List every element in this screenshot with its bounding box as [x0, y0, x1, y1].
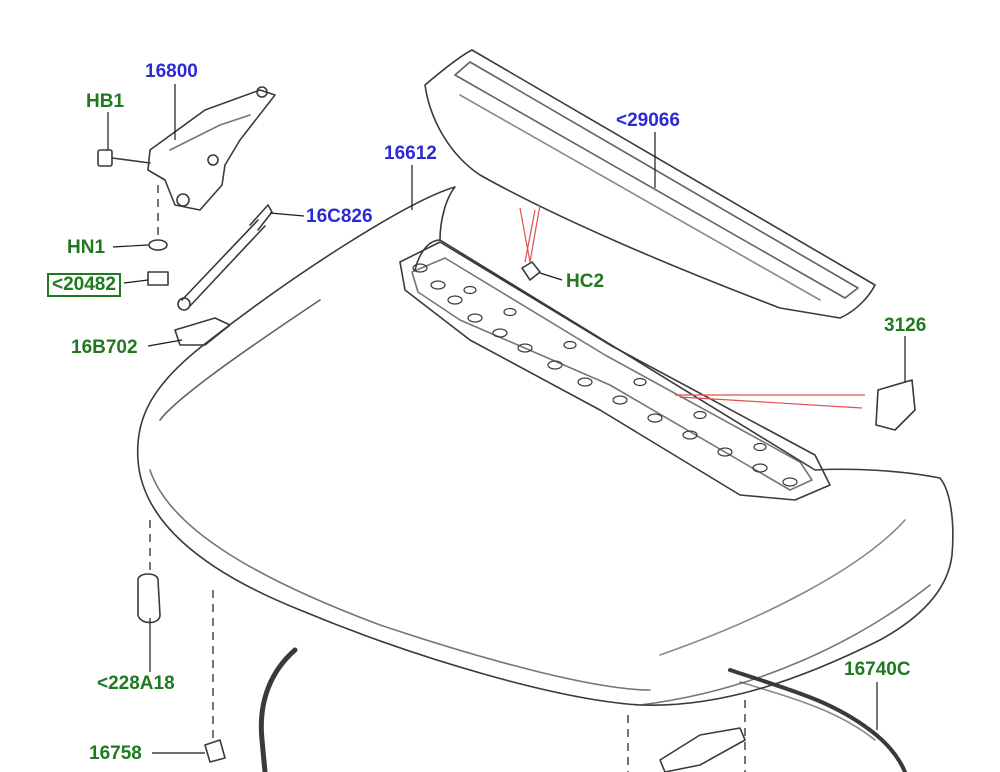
hood-seal-left	[258, 647, 298, 772]
strut-bracket	[174, 317, 231, 346]
hood-hinge	[147, 86, 276, 211]
label-228a18[interactable]: <228A18	[97, 673, 175, 694]
hood-clip	[204, 739, 226, 763]
hinge-washer	[148, 239, 168, 251]
label-16800[interactable]: 16800	[145, 61, 198, 82]
label-hb1[interactable]: HB1	[86, 91, 125, 112]
label-20482[interactable]: <20482	[47, 273, 121, 297]
label-hn1[interactable]: HN1	[67, 237, 106, 258]
hood-panel	[136, 186, 954, 707]
label-16c826[interactable]: 16C826	[306, 206, 373, 227]
leader-lines	[107, 84, 906, 754]
frame-holes	[412, 263, 798, 487]
label-hc2[interactable]: HC2	[566, 271, 605, 292]
assembly-lines	[149, 185, 746, 772]
hood-latch-bracket	[659, 727, 746, 772]
label-16758[interactable]: 16758	[89, 743, 142, 764]
hood-trim-panel	[424, 49, 876, 319]
hood-seal-right-inner	[739, 681, 876, 741]
hood-bumper	[875, 379, 916, 431]
hood-inner-frame	[399, 241, 831, 501]
hood-seal-right	[728, 668, 907, 772]
hinge-bolt	[97, 149, 151, 167]
label-16b702[interactable]: 16B702	[71, 337, 138, 358]
label-3126[interactable]: 3126	[884, 315, 927, 336]
gas-strut	[177, 204, 273, 311]
hinge-nut	[147, 271, 169, 286]
callout-lines	[519, 204, 865, 409]
label-16740c[interactable]: 16740C	[844, 659, 911, 680]
hood-stop	[137, 573, 161, 624]
label-16612[interactable]: 16612	[384, 143, 437, 164]
trim-clip	[521, 261, 541, 281]
label-29066[interactable]: <29066	[616, 110, 680, 131]
